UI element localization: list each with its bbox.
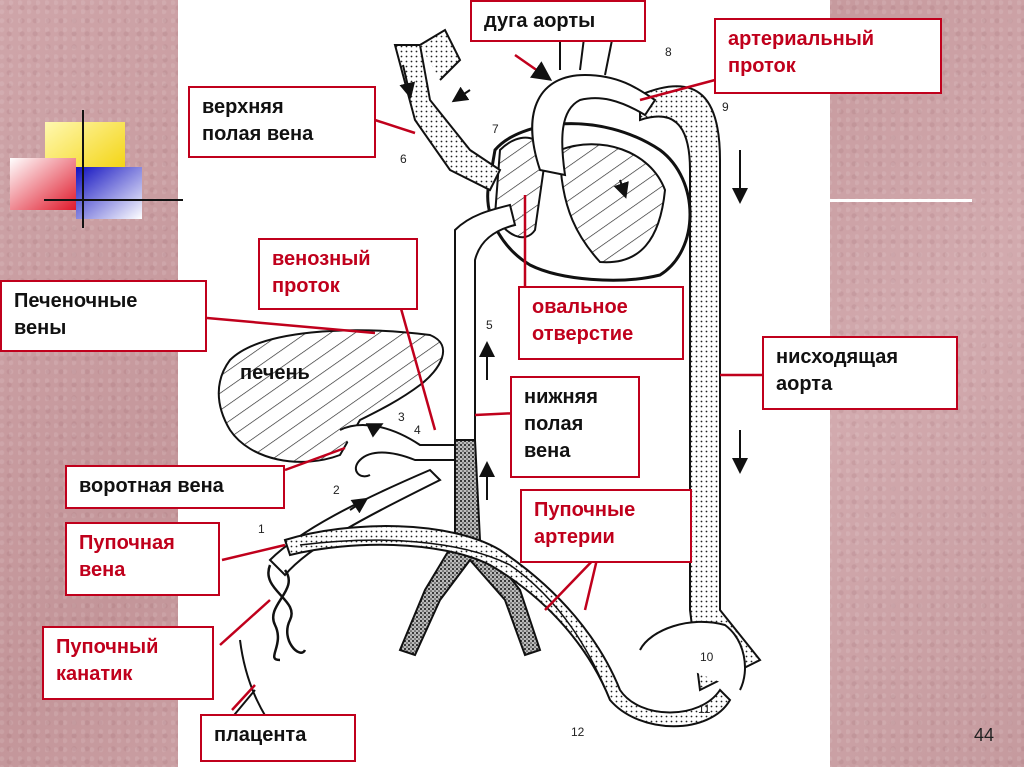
number-2: 2 [333, 483, 340, 497]
number-9: 9 [722, 100, 729, 114]
umbilical-vein-vessel [268, 468, 442, 577]
number-3: 3 [398, 410, 405, 424]
label-aortic-arch: дуга аорты [470, 0, 646, 42]
number-1: 1 [258, 522, 265, 536]
label-foramen-ovale: овальное отверстие [518, 286, 684, 360]
label-umbilical-cord: Пупочный канатик [42, 626, 214, 700]
page-number: 44 [973, 725, 994, 745]
descending-aorta-vessel [639, 85, 762, 692]
divider-line [830, 199, 972, 202]
label-umbilical-vein: Пупочная вена [65, 522, 220, 596]
superior-vena-cava-vessel [393, 44, 502, 192]
number-12: 12 [571, 725, 585, 739]
label-liver: печень [240, 362, 310, 384]
label-inferior-vena-cava: нижняя полая вена [510, 376, 640, 478]
number-5: 5 [486, 318, 493, 332]
aortic-arch-vessel [531, 73, 657, 177]
number-8: 8 [665, 45, 672, 59]
umbilical-arteries-vessel [283, 525, 732, 728]
number-7: 7 [492, 122, 499, 136]
number-10: 10 [700, 650, 714, 664]
umbilical-cord-shape [267, 564, 307, 662]
decorative-squares [10, 110, 183, 228]
label-ductus-arteriosus: артериальный проток [714, 18, 942, 94]
inferior-vena-cava-vessel [454, 203, 517, 441]
label-portal-vein: воротная вена [65, 465, 285, 509]
label-placenta: плацента [200, 714, 356, 762]
number-11: 11 [698, 702, 711, 716]
label-umbilical-arteries: Пупочные артерии [520, 489, 692, 563]
fetal-circulation-diagram [206, 28, 765, 761]
label-descending-aorta: нисходящая аорта [762, 336, 958, 410]
number-6: 6 [400, 152, 407, 166]
label-ductus-venosus: венозный проток [258, 238, 418, 310]
label-superior-vena-cava: верхняя полая вена [188, 86, 376, 158]
label-hepatic-veins: Печеночные вены [0, 280, 207, 352]
number-4: 4 [414, 423, 421, 437]
